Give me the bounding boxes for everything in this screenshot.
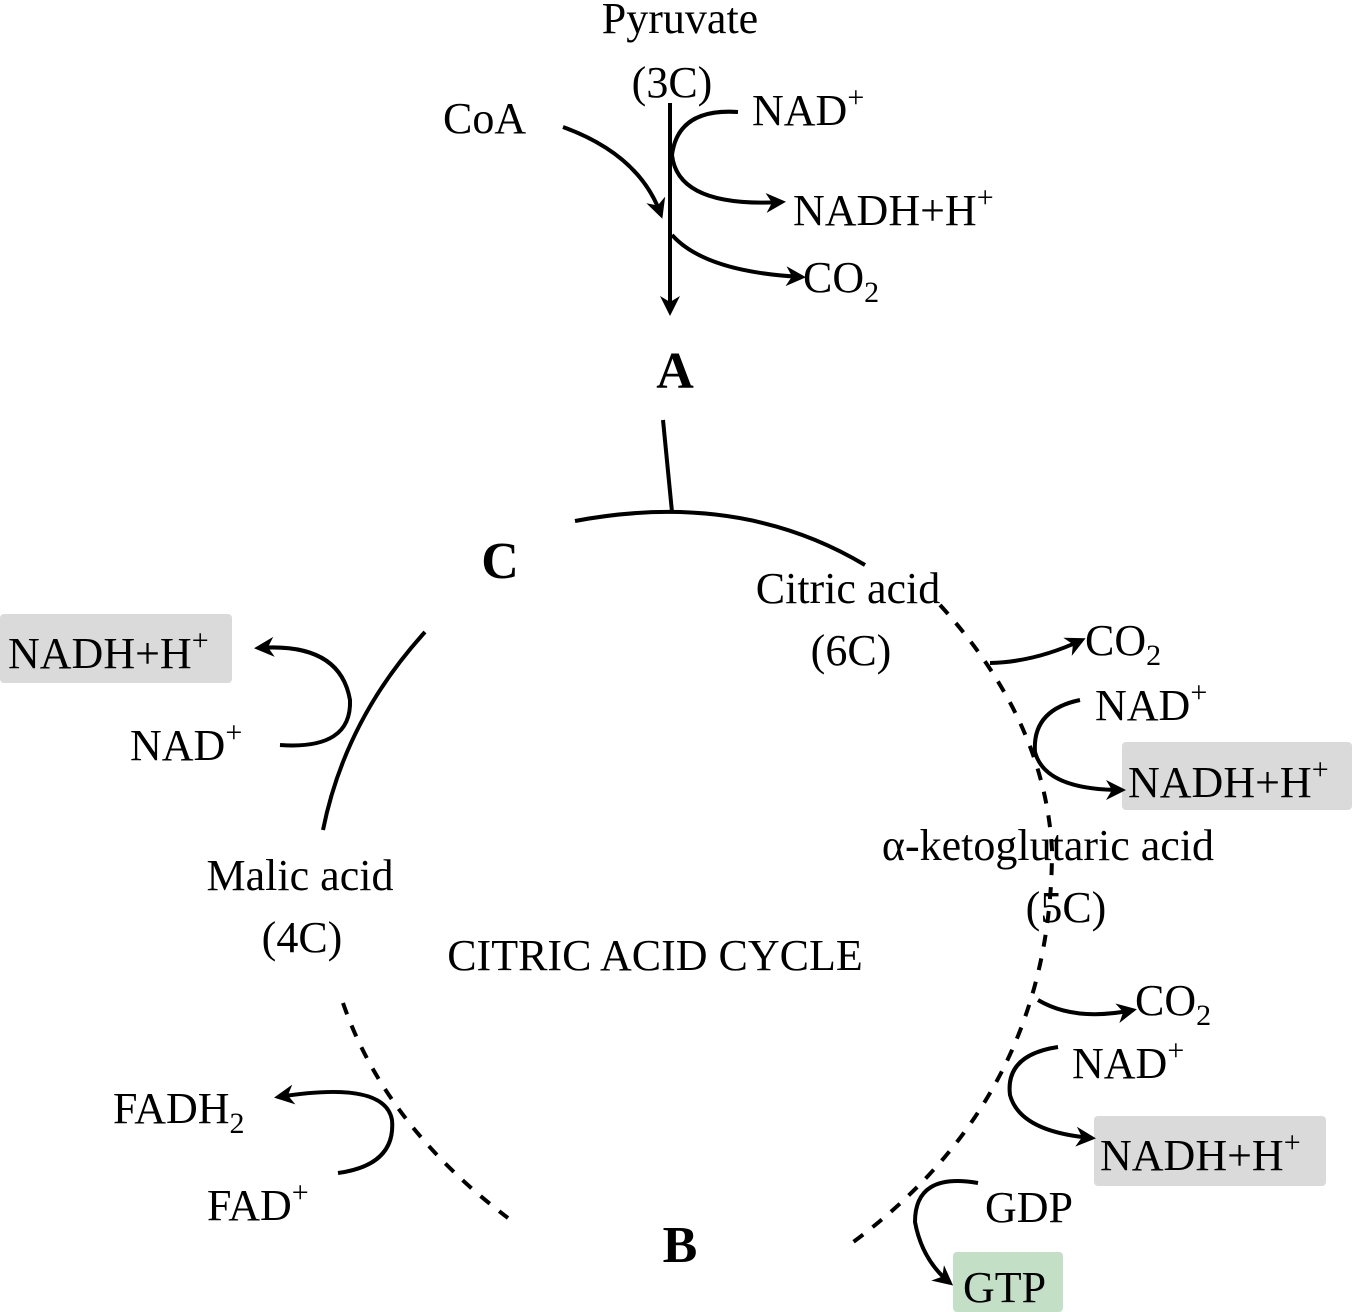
highlight-box-right-nadh-2 bbox=[1094, 1116, 1326, 1186]
highlight-box-gtp bbox=[953, 1252, 1063, 1312]
co2-release-arrow-top bbox=[670, 233, 806, 287]
highlight-box-left-nadh bbox=[0, 614, 232, 683]
pyruvate-carbons-label: (3C) bbox=[632, 58, 713, 107]
akg-label: α-ketoglutaric acid bbox=[882, 821, 1214, 870]
cycle-title: CITRIC ACID CYCLE bbox=[447, 931, 863, 980]
nadh-label-1: NADH+H+ bbox=[1128, 753, 1329, 807]
nad-to-nadh-arrow-left bbox=[254, 636, 353, 748]
cycle-arc-top bbox=[574, 509, 867, 567]
nadh-label-top: NADH+H+ bbox=[793, 181, 994, 235]
a-entry-line bbox=[661, 419, 674, 513]
fad-to-fadh2-arrow bbox=[274, 1084, 395, 1175]
nad-to-nadh-arrow-2 bbox=[1007, 1045, 1096, 1147]
co2-label-1: CO2 bbox=[1085, 616, 1161, 672]
akg-carbons-label: (5C) bbox=[1026, 883, 1107, 932]
nad-label-top: NAD+ bbox=[752, 81, 864, 135]
nad-label-2: NAD+ bbox=[1072, 1034, 1184, 1088]
gdp-label: GDP bbox=[985, 1183, 1073, 1232]
label-c: C bbox=[481, 533, 519, 590]
co2-label-2: CO2 bbox=[1135, 976, 1211, 1032]
nadh-label-left: NADH+H+ bbox=[8, 624, 209, 678]
cycle-arc-left bbox=[321, 630, 427, 831]
nad-label-1: NAD+ bbox=[1095, 676, 1207, 730]
malic-acid-label: Malic acid bbox=[207, 851, 394, 900]
nad-to-nadh-arrow-1 bbox=[1032, 698, 1126, 800]
nad-to-nadh-arrow-top bbox=[669, 109, 786, 213]
cycle-arc-right bbox=[843, 603, 1055, 1250]
gtp-label: GTP bbox=[963, 1263, 1046, 1312]
citric-acid-carbons-label: (6C) bbox=[811, 626, 892, 675]
coa-label: CoA bbox=[443, 94, 526, 143]
highlight-box-right-nadh-1 bbox=[1122, 742, 1352, 810]
co2-release-arrow-2 bbox=[1036, 998, 1137, 1024]
fad-label: FAD+ bbox=[207, 1176, 309, 1230]
co2-release-arrow-1 bbox=[989, 637, 1086, 665]
nadh-label-2: NADH+H+ bbox=[1100, 1126, 1301, 1180]
fadh2-label: FADH2 bbox=[113, 1084, 245, 1140]
citric-acid-label: Citric acid bbox=[756, 564, 941, 613]
malic-acid-carbons-label: (4C) bbox=[262, 913, 343, 962]
co2-label-top: CO2 bbox=[803, 253, 879, 309]
gdp-to-gtp-arrow bbox=[912, 1179, 979, 1286]
label-b: B bbox=[663, 1217, 698, 1274]
coa-arrow bbox=[562, 125, 666, 219]
pyruvate-label: Pyruvate bbox=[602, 0, 758, 43]
label-a: A bbox=[656, 343, 694, 400]
nad-label-left: NAD+ bbox=[130, 716, 242, 770]
cycle-arc-bottom-left bbox=[341, 1002, 510, 1220]
